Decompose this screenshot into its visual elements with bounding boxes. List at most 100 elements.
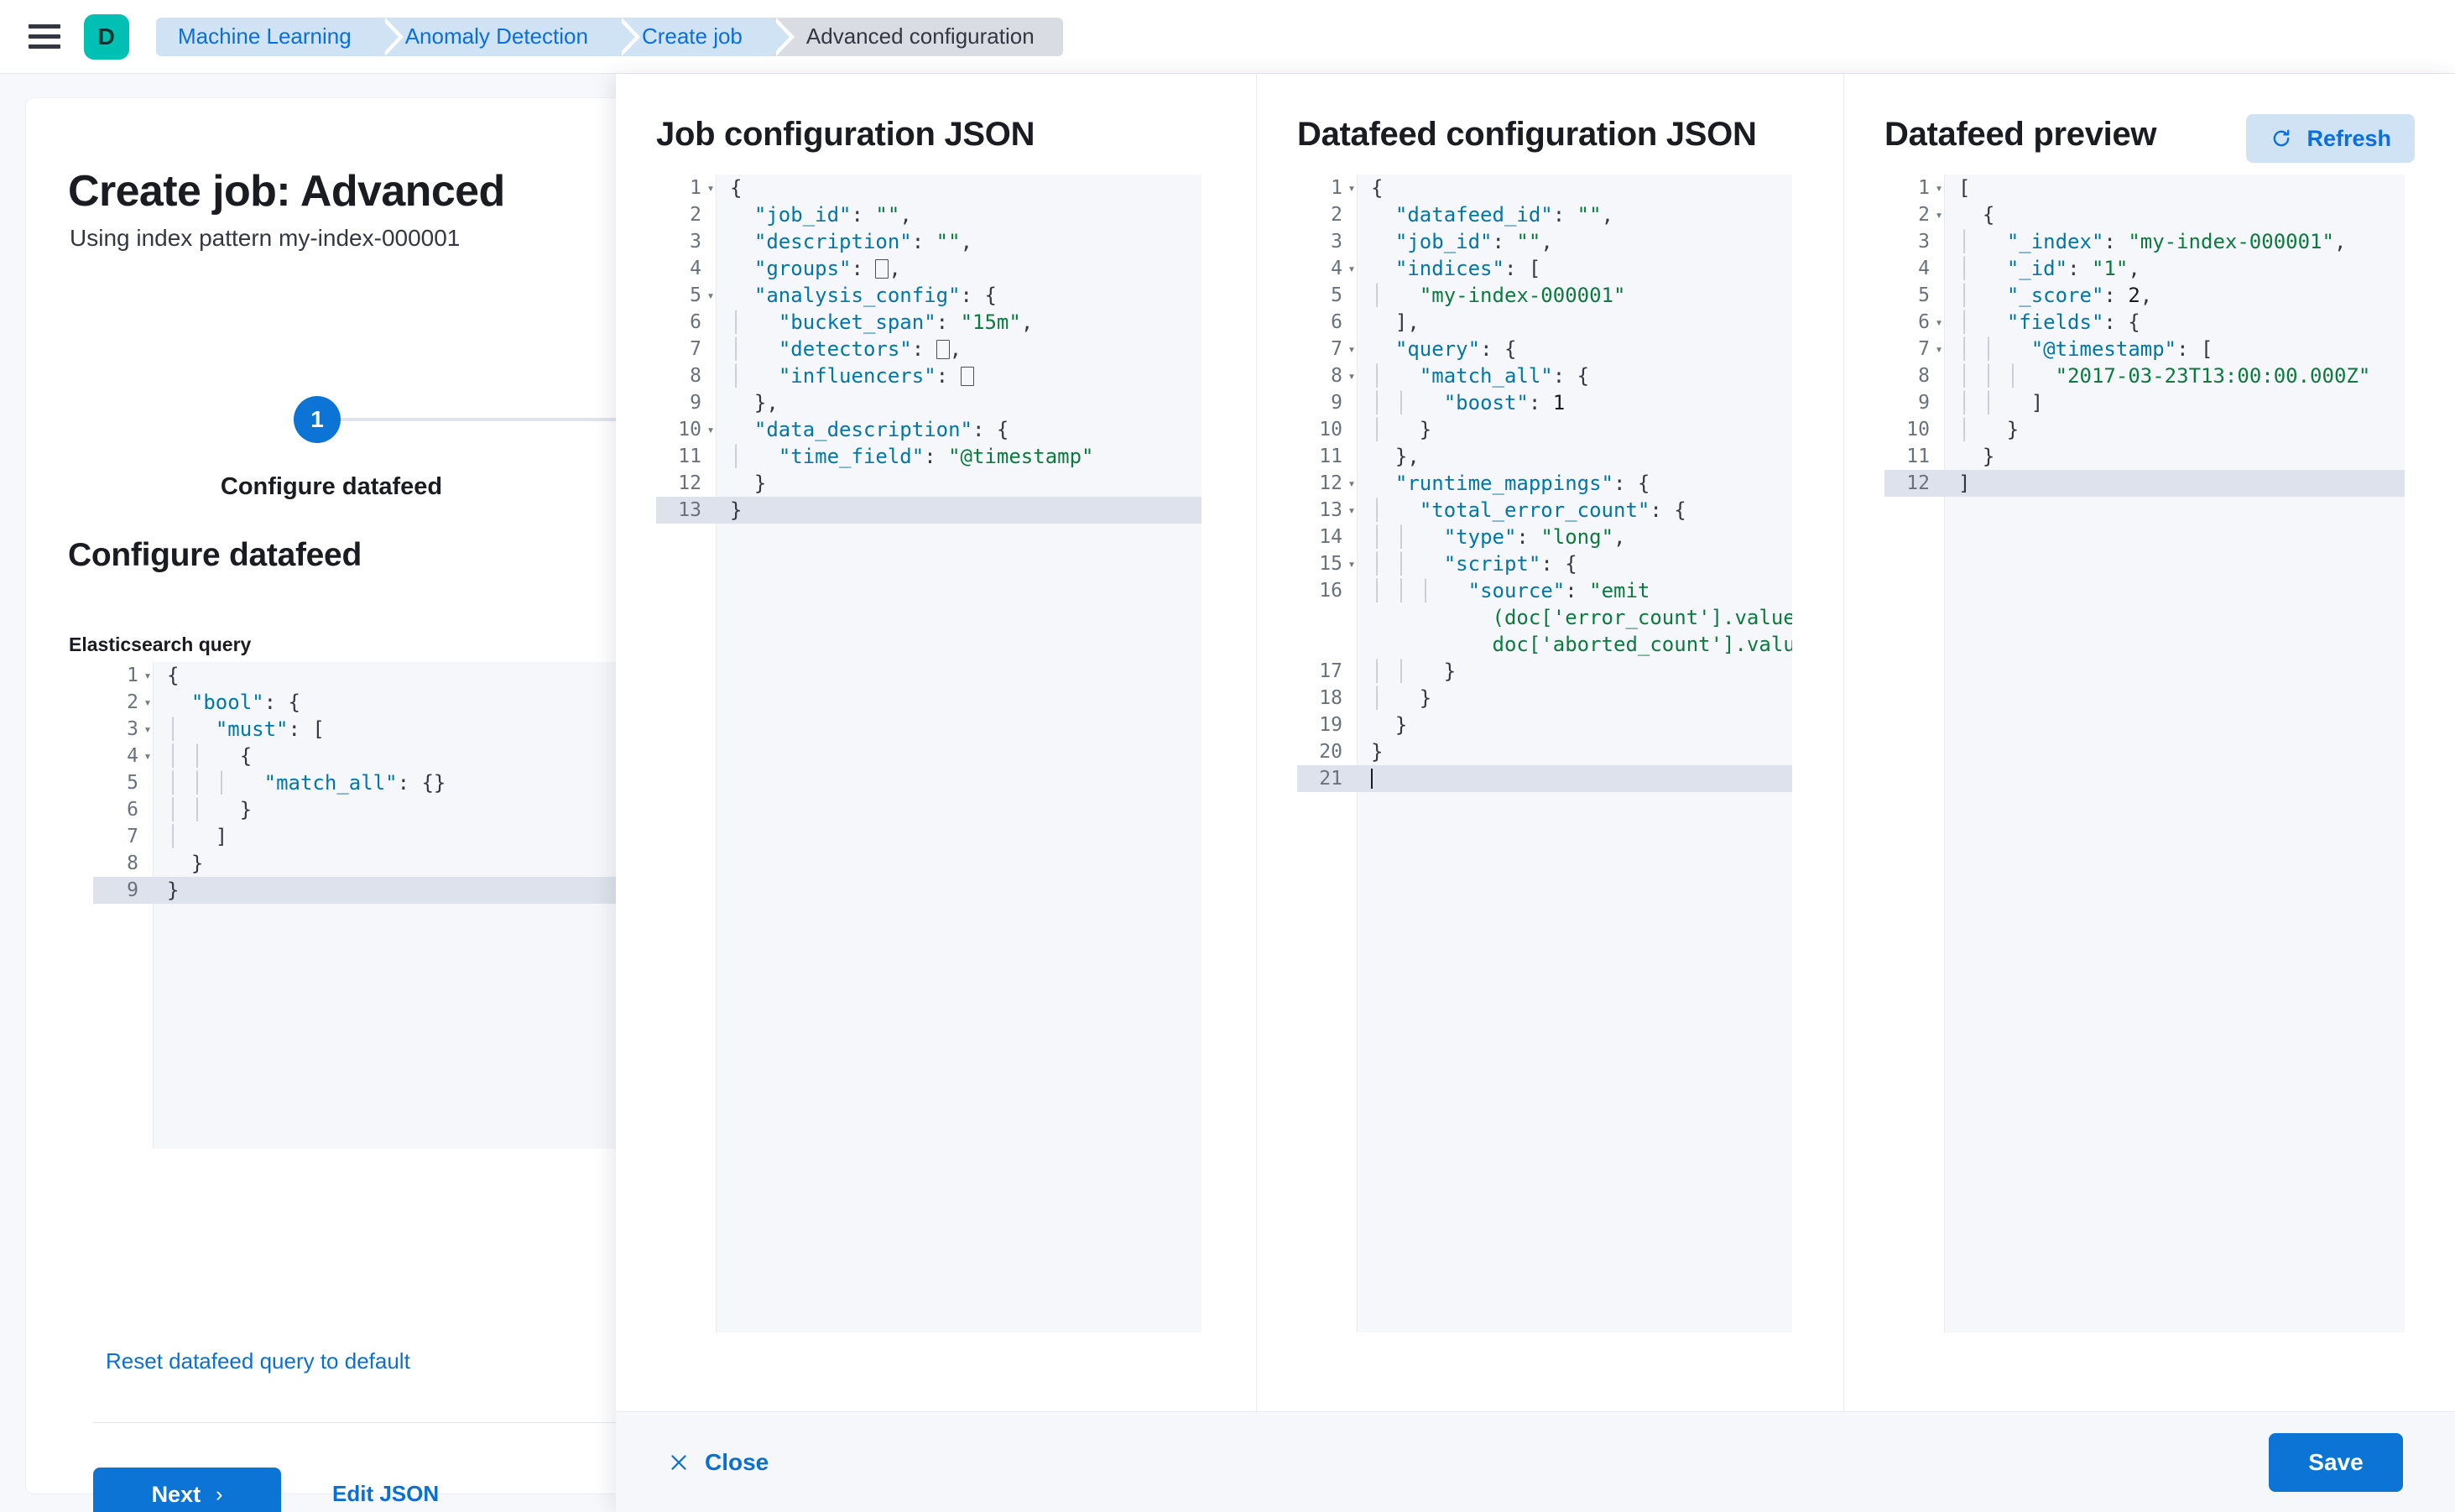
empty-array-glyph	[936, 340, 950, 359]
hamburger-menu-icon[interactable]	[29, 24, 62, 50]
code-line: 16│ │ │ "source": "emit	[1297, 577, 1792, 604]
editor-gutter	[656, 175, 717, 1332]
code-fold-icon[interactable]: ▾	[143, 748, 152, 764]
code-fold-icon[interactable]: ▾	[1347, 342, 1356, 357]
datafeed-configuration-json-editor[interactable]: 1▾{2 "datafeed_id": "",3 "job_id": "",4▾…	[1297, 175, 1792, 1332]
code-text: │ │ "type": "long",	[1371, 525, 1626, 549]
code-text: │ "must": [	[167, 717, 325, 741]
line-number: 20	[1319, 741, 1342, 763]
next-button[interactable]: Next ›	[93, 1468, 281, 1512]
code-line: 18│ }	[1297, 685, 1792, 712]
line-number: 10	[1906, 419, 1930, 441]
code-line: 2▾ "bool": {	[93, 689, 639, 716]
line-number: 14	[1319, 526, 1342, 548]
line-number: 12	[678, 472, 701, 494]
code-fold-icon[interactable]: ▾	[1347, 180, 1356, 196]
code-text: │ "fields": {	[1958, 310, 2140, 334]
code-text: │ }	[1371, 418, 1432, 441]
space-avatar[interactable]: D	[84, 13, 129, 60]
text-cursor	[1371, 769, 1373, 789]
breadcrumb-item-1[interactable]: Anomaly Detection	[379, 17, 641, 56]
breadcrumb-item-0[interactable]: Machine Learning	[156, 17, 404, 56]
code-line: 4▾ "indices": [	[1297, 255, 1792, 282]
code-fold-icon[interactable]: ▾	[706, 180, 715, 196]
code-fold-icon[interactable]: ▾	[1935, 315, 1943, 330]
line-number: 5	[690, 284, 701, 306]
line-number: 6	[1918, 311, 1930, 333]
editor-code[interactable]: 1▾{2 "job_id": "",3 "description": "",4 …	[656, 175, 1201, 524]
editor-code[interactable]: 1▾[2▾ {3│ "_index": "my-index-000001",4│…	[1884, 175, 2405, 497]
line-number: 18	[1319, 687, 1342, 709]
code-fold-icon[interactable]: ▾	[1935, 180, 1943, 196]
line-number: 5	[1331, 284, 1342, 306]
line-number: 3	[127, 718, 138, 740]
code-line: 6│ │ }	[93, 796, 639, 823]
close-button[interactable]: Close	[668, 1449, 769, 1476]
code-fold-icon[interactable]: ▾	[1347, 261, 1356, 276]
line-number: 2	[1331, 204, 1342, 226]
editor-gutter	[1884, 175, 1945, 1332]
code-line: 1▾[	[1884, 175, 2405, 201]
line-number: 6	[127, 799, 138, 821]
code-line: 8│ │ │ "2017-03-23T13:00:00.000Z"	[1884, 362, 2405, 389]
line-number: 2	[690, 204, 701, 226]
code-text: │ ]	[167, 825, 228, 848]
code-line: 3 ▾ │ "must": [	[93, 716, 639, 743]
code-text: "job_id": "",	[753, 203, 912, 227]
code-line: 2 "job_id": "",	[656, 201, 1201, 228]
stepper-step-1[interactable]: 1	[294, 396, 341, 443]
flyout-footer: Close Save	[616, 1411, 2455, 1512]
code-line: 19 }	[1297, 712, 1792, 738]
code-line: 10│ }	[1884, 416, 2405, 443]
save-button[interactable]: Save	[2269, 1432, 2403, 1492]
code-fold-icon[interactable]: ▾	[1935, 342, 1943, 357]
code-text: "description": "",	[753, 230, 973, 253]
refresh-button[interactable]: Refresh	[2246, 114, 2415, 163]
code-fold-icon[interactable]: ▾	[1347, 368, 1356, 383]
code-fold-icon[interactable]: ▾	[1347, 503, 1356, 518]
code-text: {	[1958, 203, 1995, 227]
page-title: Create job: Advanced	[68, 167, 505, 216]
code-text: }	[1371, 713, 1408, 737]
job-configuration-json-editor[interactable]: 1▾{2 "job_id": "",3 "description": "",4 …	[656, 175, 1201, 1332]
code-text: │ │ {	[167, 744, 253, 768]
code-fold-icon[interactable]: ▾	[143, 722, 152, 737]
line-number: 6	[1331, 311, 1342, 333]
edit-json-link[interactable]: Edit JSON	[332, 1481, 440, 1506]
code-line: 7▾ "query": {	[1297, 336, 1792, 362]
code-line: 12 }	[656, 470, 1201, 497]
line-number: 8	[1331, 365, 1342, 387]
elasticsearch-query-editor[interactable]: 1▾{2▾ "bool": {3▾│ "must": [4▾│ │ {5│ │ …	[93, 662, 639, 1149]
code-fold-icon[interactable]: ▾	[706, 288, 715, 303]
code-text: }	[167, 879, 180, 902]
datafeed-configuration-json-title: Datafeed configuration JSON	[1297, 116, 1757, 153]
code-fold-icon[interactable]: ▾	[706, 422, 715, 437]
breadcrumb-item-2[interactable]: Create job	[616, 17, 795, 56]
code-fold-icon[interactable]: ▾	[1347, 556, 1356, 571]
editor-code[interactable]: 1▾{2 "datafeed_id": "",3 "job_id": "",4▾…	[1297, 175, 1792, 792]
code-line: 1▾{	[1297, 175, 1792, 201]
code-text: │ │ │ "source": "emit	[1371, 579, 1650, 602]
reset-datafeed-query-link[interactable]: Reset datafeed query to default	[106, 1348, 410, 1374]
line-number: 4	[127, 745, 138, 767]
editor-code[interactable]: 1▾{2▾ "bool": {3▾│ "must": [4▾│ │ {5│ │ …	[93, 662, 639, 904]
code-line: 4 ▾ │ │ {	[93, 743, 639, 769]
code-line: 13}	[656, 497, 1201, 524]
code-line: 8▾│ "match_all": {	[1297, 362, 1792, 389]
datafeed-preview-editor[interactable]: 1▾[2▾ {3│ "_index": "my-index-000001",4│…	[1884, 175, 2405, 1332]
code-line: doc['aborted_count'].value)"	[1297, 631, 1793, 658]
code-line: 15▾│ │ "script": {	[1297, 550, 1792, 577]
code-fold-icon[interactable]: ▾	[1347, 476, 1356, 491]
code-fold-icon[interactable]: ▾	[143, 668, 152, 683]
code-line: 9}	[93, 877, 639, 904]
line-number: 1	[690, 177, 701, 199]
code-fold-icon[interactable]: ▾	[143, 695, 152, 710]
code-text: },	[1371, 445, 1420, 468]
code-text: │ "bucket_span": "15m",	[730, 310, 1034, 334]
code-fold-icon[interactable]: ▾	[1935, 207, 1943, 222]
code-line: 6│ "bucket_span": "15m",	[656, 309, 1201, 336]
line-number: 7	[1918, 338, 1930, 360]
